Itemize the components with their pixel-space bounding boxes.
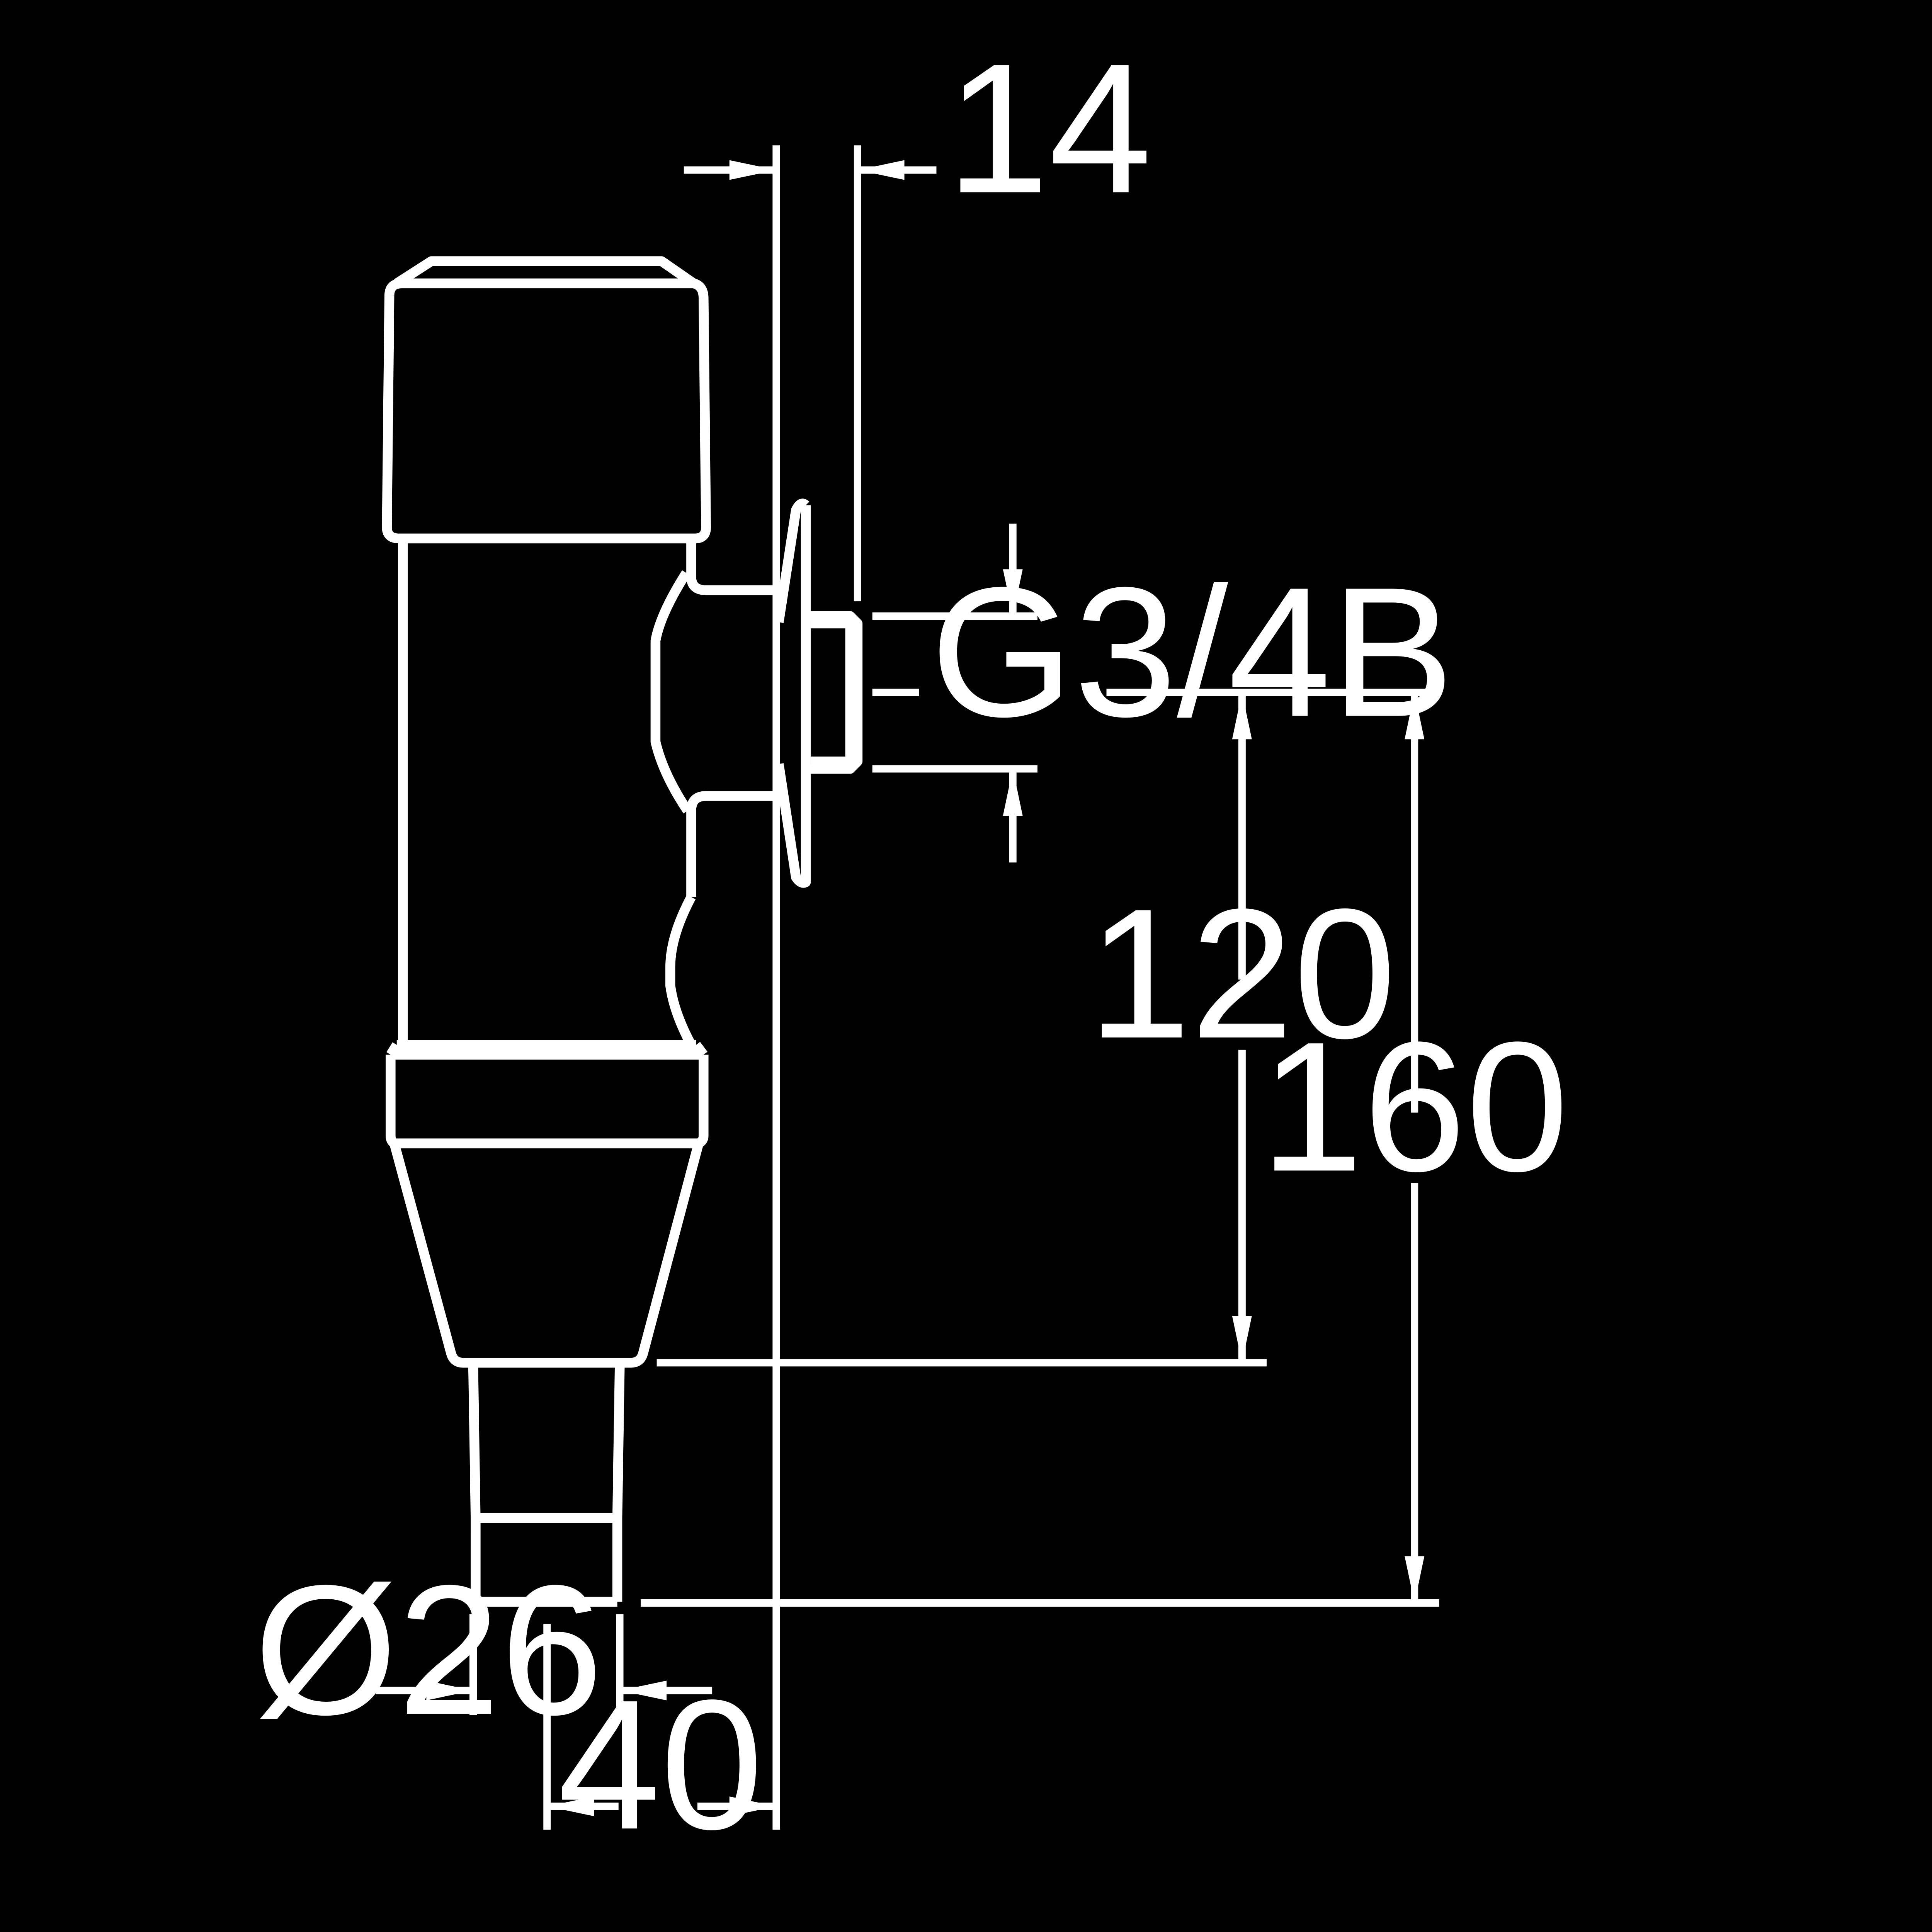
arrow-up [1405,692,1425,740]
dim-label-40: 40 [558,1662,763,1868]
arrow-up [1232,692,1252,740]
wall-connection [774,498,863,888]
collar-ring [386,1040,709,1148]
arrow-left [547,1796,594,1816]
arrow-down [1232,1316,1252,1363]
dimension-120: 120 [656,692,1396,1367]
dimension-14: 14 [684,25,1152,231]
top-cap [382,256,711,544]
arrow-right [729,1796,776,1816]
valve-body [382,256,776,1607]
arrow-left [857,160,905,180]
reference-lines [772,145,861,1830]
arrow-down [1003,569,1023,616]
dimension-40: 40 [543,1624,776,1868]
arrow-up [1003,769,1023,816]
dim-label-120: 120 [1088,871,1396,1077]
main-cylinder [398,538,776,1048]
wall-flange [774,498,811,888]
arrow-down [1405,1556,1425,1603]
thread-label: G3/4B [930,549,1454,755]
outlet-tube [468,1362,625,1607]
dim-label-160: 160 [1260,1003,1569,1210]
tapered-cone [389,1142,704,1368]
arrow-right [426,1680,473,1701]
dim-label-14: 14 [946,25,1152,231]
dimension-160: 160 [641,692,1569,1607]
arrow-left [619,1680,667,1701]
arrow-right [729,160,776,180]
dimension-thread: G3/4B [872,524,1454,863]
threaded-connector [806,611,863,774]
